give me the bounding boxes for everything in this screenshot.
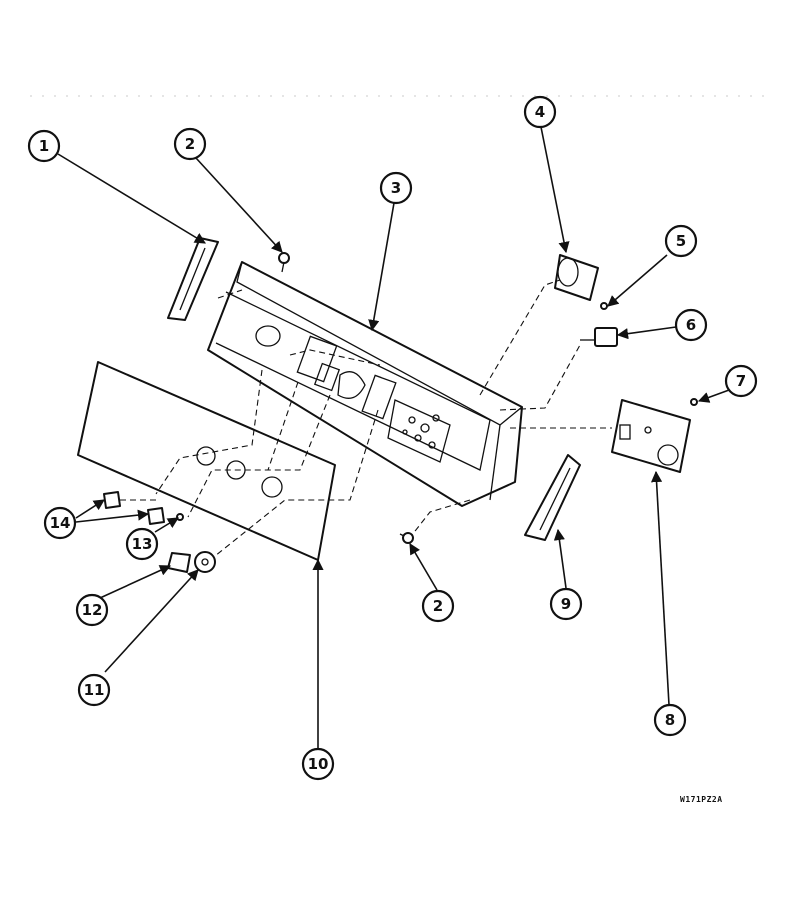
callout-6: 6 (674, 308, 708, 342)
callout-label: 2 (433, 597, 443, 615)
callout-label: 9 (561, 595, 571, 613)
small-switch-part (580, 327, 618, 347)
knob-insert-part (103, 491, 165, 525)
assembly-lines (120, 279, 612, 557)
callout-10: 10 (301, 747, 335, 781)
callout-label: 10 (308, 755, 329, 773)
small-clip (176, 513, 184, 521)
callout-label: 2 (185, 135, 195, 153)
screw-timer (690, 398, 698, 406)
callout-label: 8 (665, 711, 675, 729)
callout-label: 4 (535, 103, 545, 121)
callout-4: 4 (523, 95, 557, 129)
console-panel-part (207, 261, 523, 507)
leader-lines (57, 126, 741, 748)
screw-switch (600, 302, 608, 310)
callout-8: 8 (653, 703, 687, 737)
callout-11: 11 (77, 673, 111, 707)
left-end-cap-part (167, 237, 219, 321)
callout-label: 13 (132, 535, 153, 553)
callout-label: 6 (686, 316, 696, 334)
callout-9: 9 (549, 587, 583, 621)
timer-part (611, 399, 691, 473)
right-end-cap-part (524, 454, 581, 541)
callout-12: 12 (75, 593, 109, 627)
selector-switch-part (554, 254, 599, 301)
callout-label: 11 (84, 681, 105, 699)
screw-bottom (399, 532, 414, 544)
diagram-code: W171PZ2A (680, 795, 723, 804)
callout-2-lower: 2 (421, 589, 455, 623)
callout-label: 12 (82, 601, 103, 619)
callout-2: 2 (173, 127, 207, 161)
callout-label: 5 (676, 232, 686, 250)
callout-3: 3 (379, 171, 413, 205)
callout-7: 7 (724, 364, 758, 398)
callout-5: 5 (664, 224, 698, 258)
bezel-part (167, 552, 191, 573)
callout-label: 3 (391, 179, 401, 197)
screw-top (278, 252, 290, 273)
knob-part (194, 551, 216, 573)
callout-label: 14 (50, 514, 71, 532)
callout-label: 7 (736, 372, 746, 390)
callout-13: 13 (125, 527, 159, 561)
callout-1: 1 (27, 129, 61, 163)
callout-label: 1 (39, 137, 49, 155)
callout-14: 14 (43, 506, 77, 540)
